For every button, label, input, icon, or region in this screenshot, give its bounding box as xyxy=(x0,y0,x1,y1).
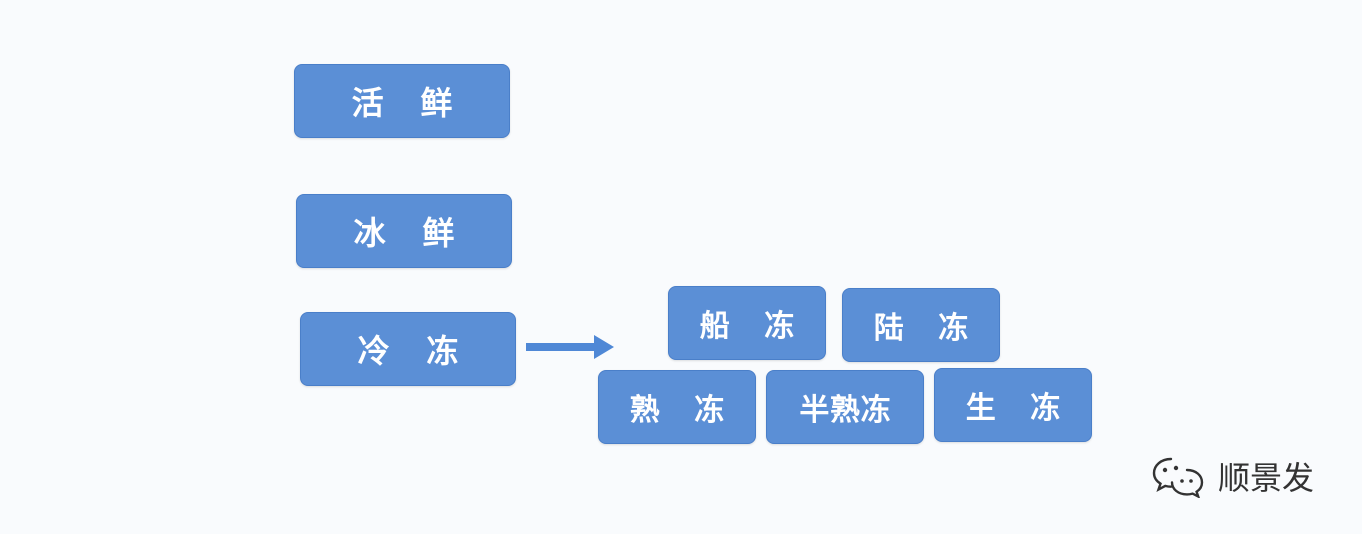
watermark-text: 顺景发 xyxy=(1218,459,1315,497)
wechat-icon xyxy=(1152,457,1204,498)
type-raw-frozen-label: 生 冻 xyxy=(965,391,1073,426)
type-cooked-frozen-box: 熟 冻 xyxy=(598,370,756,444)
category-live-box: 活 鲜 xyxy=(294,64,510,138)
watermark: 顺景发 xyxy=(1150,452,1314,500)
arrow-head xyxy=(594,335,614,359)
type-semi-cooked-frozen-box: 半熟冻 xyxy=(766,370,924,444)
type-land-frozen-label: 陆 冻 xyxy=(873,311,981,346)
category-live-label: 活 鲜 xyxy=(351,84,466,122)
type-land-frozen-box: 陆 冻 xyxy=(842,288,1000,362)
category-chilled-box: 冰 鲜 xyxy=(296,194,512,268)
type-ship-frozen-label: 船 冻 xyxy=(699,309,807,344)
type-ship-frozen-box: 船 冻 xyxy=(668,286,826,360)
type-cooked-frozen-label: 熟 冻 xyxy=(629,393,737,428)
category-frozen-box: 冷 冻 xyxy=(300,312,516,386)
frozen-arrow xyxy=(526,335,614,359)
category-chilled-label: 冰 鲜 xyxy=(353,214,468,252)
type-raw-frozen-box: 生 冻 xyxy=(934,368,1092,442)
type-semi-cooked-frozen-label: 半熟冻 xyxy=(799,393,892,428)
arrow-shaft xyxy=(526,343,596,351)
category-frozen-label: 冷 冻 xyxy=(357,332,472,370)
